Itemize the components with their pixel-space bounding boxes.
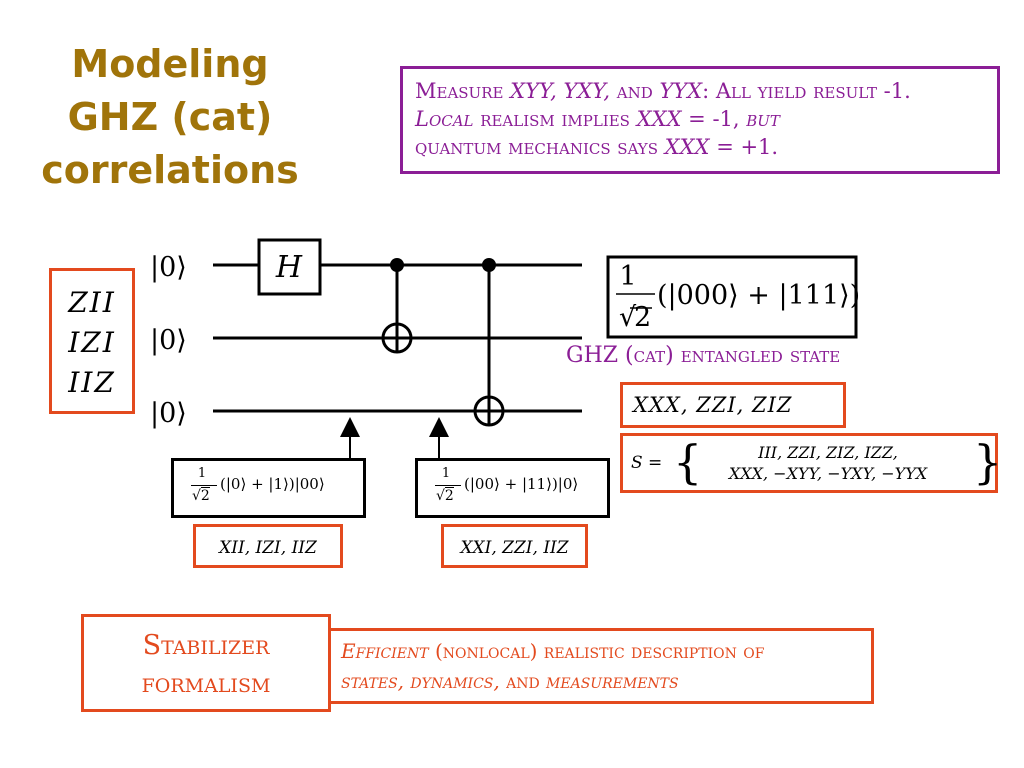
set-row-2: XXX, −XYY, −YXY, −YYX xyxy=(728,464,928,483)
initial-stabilizers-box: ZII IZI IIZ xyxy=(49,268,135,414)
state-1-expression: (|0⟩ + |1⟩)|00⟩ xyxy=(220,475,325,493)
initial-stabilizer-3: IIZ xyxy=(68,366,116,399)
initial-stabilizer-2: IZI xyxy=(68,326,116,359)
ghz-stabilizers: XXX, ZZI, ZIZ xyxy=(633,393,793,417)
state-2-stabilizers: XXI, ZZI, IIZ xyxy=(460,538,569,558)
efficient-line-2: states, dynamics, and measurements xyxy=(341,669,679,693)
state-2-frac-bar xyxy=(435,485,461,486)
cnot-2-target xyxy=(473,395,505,427)
state-2-frac-den: √2 xyxy=(436,487,454,504)
state-1-frac-den: √2 xyxy=(192,487,210,504)
stabilizer-formalism-line-2: formalism xyxy=(141,668,271,699)
qubit-2-ket: |0⟩ xyxy=(150,325,187,356)
state-2-frac-num: 1 xyxy=(441,466,451,481)
state-1-frac-num: 1 xyxy=(197,466,207,481)
title-line-1: Modeling xyxy=(71,42,269,86)
state-2-expression: (|00⟩ + |11⟩)|0⟩ xyxy=(464,475,579,493)
cnot-2-control xyxy=(482,258,496,272)
state-1-stabilizers: XII, IZI, IIZ xyxy=(219,538,317,558)
ghz-sqrt-sign: √ xyxy=(619,302,637,333)
ghz-state-box xyxy=(606,255,858,339)
measurement-statement-box: Measure XYY, YXY, and YYX: All yield res… xyxy=(400,66,1000,174)
set-left-brace: { xyxy=(673,435,703,489)
set-right-brace: } xyxy=(973,435,1003,489)
initial-stabilizer-1: ZII xyxy=(68,286,116,319)
efficient-line-1: Efficient (nonlocal) realistic descripti… xyxy=(341,639,765,663)
ghz-state-expression: (|000⟩ + |111⟩) xyxy=(657,280,860,311)
intermediate-state-1-box: 1 √2 (|0⟩ + |1⟩)|00⟩ xyxy=(171,458,366,518)
intermediate-state-2-box: 1 √2 (|00⟩ + |11⟩)|0⟩ xyxy=(415,458,610,518)
page-title: Modeling GHZ (cat) correlations xyxy=(20,38,320,197)
set-row-1: III, ZZI, ZIZ, IZZ, xyxy=(758,443,898,462)
stabilizer-set-label: S = xyxy=(631,453,663,473)
qubit-1-ket: |0⟩ xyxy=(150,252,187,283)
ghz-state-label: GHZ (cat) entangled state xyxy=(566,343,841,368)
qubit-3-ket: |0⟩ xyxy=(150,398,187,429)
cnot-1-control xyxy=(390,258,404,272)
state-2-stabilizers-box: XXI, ZZI, IIZ xyxy=(441,524,588,568)
efficient-description-text: Efficient (nonlocal) realistic descripti… xyxy=(341,636,764,696)
statement-line-1: Measure XYY, YXY, and YYX: All yield res… xyxy=(415,79,911,103)
title-line-3: correlations xyxy=(41,148,299,192)
stabilizer-formalism-box: Stabilizer formalism xyxy=(81,614,331,712)
cnot-1-target xyxy=(381,322,413,354)
measurement-statement-text: Measure XYY, YXY, and YYX: All yield res… xyxy=(415,77,911,161)
statement-line-2: Local realism implies XXX = -1, but xyxy=(415,107,780,131)
ghz-stabilizers-box: XXX, ZZI, ZIZ xyxy=(620,382,846,428)
stabilizer-set-box: S = { III, ZZI, ZIZ, IZZ, XXX, −XYY, −YX… xyxy=(620,433,1002,493)
hadamard-label: H xyxy=(275,250,303,285)
statement-line-3: quantum mechanics says XXX = +1. xyxy=(415,135,779,159)
ghz-frac-num: 1 xyxy=(619,261,636,292)
ghz-frac-den: 2 xyxy=(634,302,651,333)
stabilizer-set-elements: III, ZZI, ZIZ, IZZ, XXX, −XYY, −YXY, −YY… xyxy=(693,442,963,484)
stabilizer-formalism-line-1: Stabilizer xyxy=(142,630,270,661)
state-1-stabilizers-box: XII, IZI, IIZ xyxy=(193,524,343,568)
hadamard-gate xyxy=(257,238,322,296)
title-line-2: GHZ (cat) xyxy=(67,95,273,139)
state-1-frac-bar xyxy=(191,485,217,486)
